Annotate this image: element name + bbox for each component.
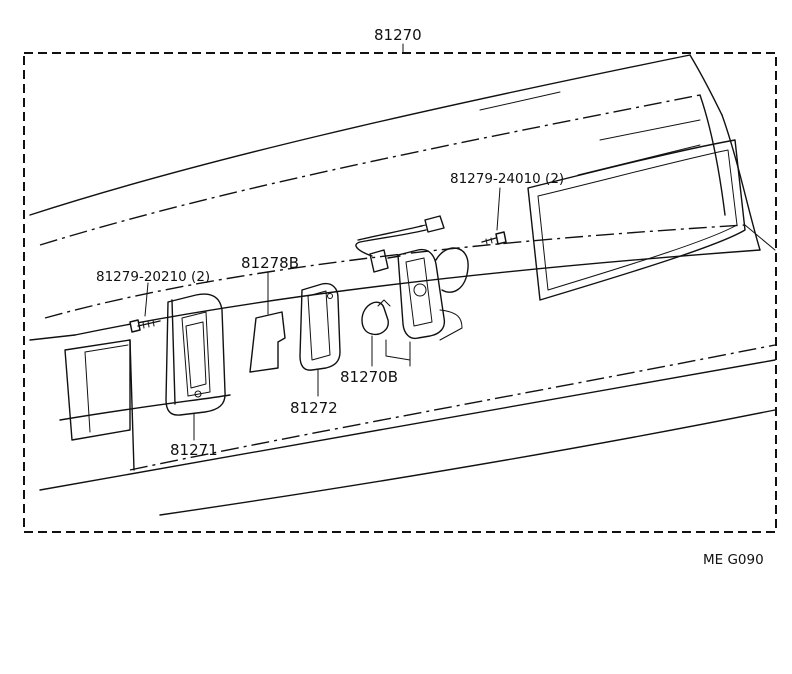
part-label-screw-right: 81279-24010 (2) bbox=[450, 171, 564, 187]
screw-left bbox=[129, 282, 161, 333]
assembly-frame bbox=[23, 52, 777, 533]
screw-right bbox=[481, 187, 507, 245]
gasket bbox=[299, 282, 341, 397]
socket-wiring bbox=[355, 215, 469, 367]
gasket-small bbox=[249, 271, 286, 373]
bulb bbox=[361, 299, 391, 367]
diagram-code: ME G090 bbox=[703, 552, 764, 568]
rear-window bbox=[527, 139, 746, 301]
assembly-label: 81270 bbox=[374, 26, 422, 44]
part-label-lens: 81271 bbox=[170, 441, 218, 459]
part-label-bulb: 81270B bbox=[340, 368, 398, 386]
part-label-gasket: 81272 bbox=[290, 399, 338, 417]
plate-recess bbox=[64, 339, 135, 471]
part-label-gasket-small: 81278B bbox=[241, 254, 299, 272]
lens-housing bbox=[165, 293, 226, 441]
tailgate-outline bbox=[29, 54, 776, 516]
part-label-screw-left: 81279-20210 (2) bbox=[96, 269, 210, 285]
